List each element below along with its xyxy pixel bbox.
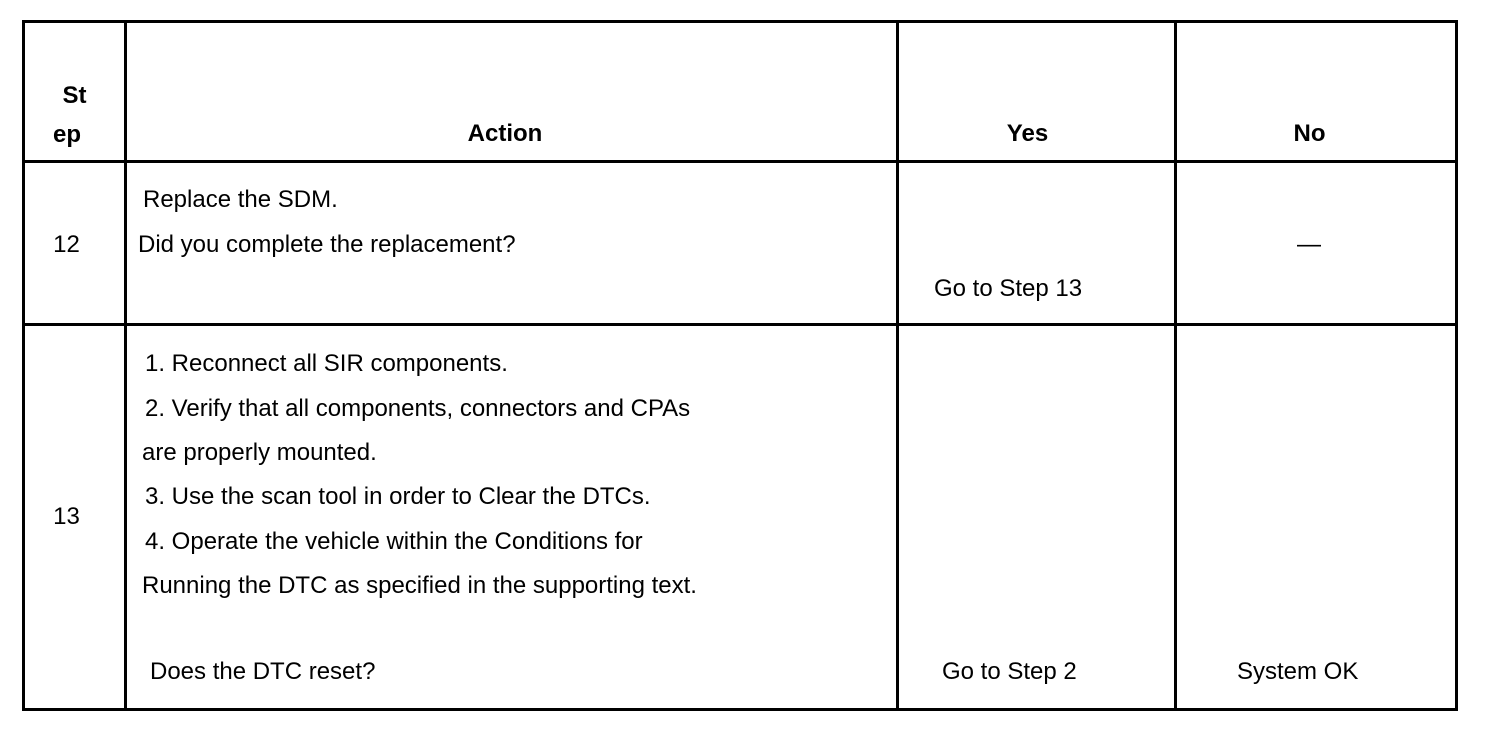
table-border-right <box>1455 20 1458 711</box>
no-result: System OK <box>1237 658 1359 685</box>
table-border-top <box>22 20 1458 23</box>
column-divider-yes <box>1174 20 1177 711</box>
column-divider-step <box>124 20 127 711</box>
action-step-4: 4. Operate the vehicle within the Condit… <box>145 528 643 555</box>
header-action: Action <box>467 120 543 147</box>
action-step-2-continued: are properly mounted. <box>142 439 377 466</box>
action-step-3: 3. Use the scan tool in order to Clear t… <box>145 483 651 510</box>
row-divider <box>22 323 1458 326</box>
action-question: Did you complete the replacement? <box>138 231 516 258</box>
yes-result: Go to Step 13 <box>934 275 1083 302</box>
header-yes: Yes <box>1006 120 1049 147</box>
header-divider <box>22 160 1458 163</box>
action-step-1: 1. Reconnect all SIR components. <box>145 350 508 377</box>
table-border-bottom <box>22 708 1458 711</box>
header-step-line2: ep <box>52 121 81 148</box>
header-no: No <box>1293 120 1326 147</box>
table-border-left <box>22 20 25 711</box>
yes-result: Go to Step 2 <box>942 658 1077 685</box>
step-number: 12 <box>53 231 80 258</box>
action-step-4-continued: Running the DTC as specified in the supp… <box>142 572 697 599</box>
action-question: Does the DTC reset? <box>150 658 376 685</box>
header-step-line1: St <box>62 82 87 109</box>
action-step-2: 2. Verify that all components, connector… <box>145 395 691 422</box>
step-number: 13 <box>53 503 80 530</box>
no-result: — <box>1297 231 1321 258</box>
column-divider-action <box>896 20 899 711</box>
action-text: Replace the SDM. <box>143 186 338 213</box>
